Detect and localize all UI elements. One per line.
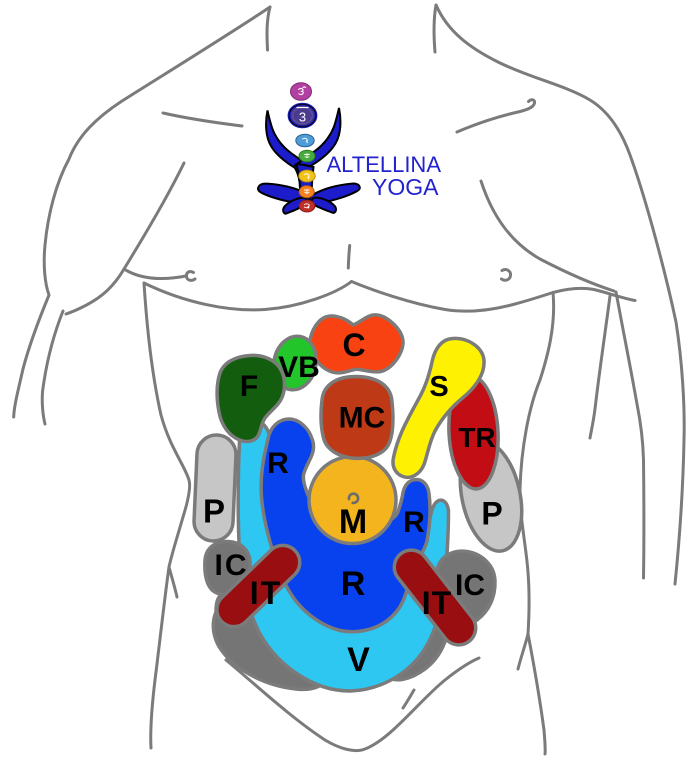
svg-text:C: C bbox=[342, 327, 365, 363]
svg-text:R: R bbox=[403, 506, 425, 539]
svg-text:V: V bbox=[347, 641, 370, 679]
svg-text:M: M bbox=[339, 503, 367, 541]
svg-text:VB: VB bbox=[278, 351, 320, 384]
svg-text:YOGA: YOGA bbox=[372, 174, 439, 200]
svg-text:IC: IC bbox=[215, 549, 249, 582]
svg-text:P: P bbox=[203, 493, 225, 530]
svg-text:P: P bbox=[481, 496, 502, 532]
svg-text:IT: IT bbox=[250, 575, 282, 611]
svg-text:R: R bbox=[267, 447, 289, 480]
svg-text:F: F bbox=[240, 370, 258, 403]
svg-text:IC: IC bbox=[455, 569, 485, 602]
svg-text:S: S bbox=[429, 371, 448, 403]
svg-text:ALTELLINA: ALTELLINA bbox=[326, 152, 441, 177]
svg-text:TR: TR bbox=[458, 422, 495, 453]
svg-text:IT: IT bbox=[422, 585, 452, 621]
svg-text:R: R bbox=[341, 565, 366, 603]
svg-text:MC: MC bbox=[339, 402, 386, 435]
svg-text:3: 3 bbox=[299, 110, 306, 125]
